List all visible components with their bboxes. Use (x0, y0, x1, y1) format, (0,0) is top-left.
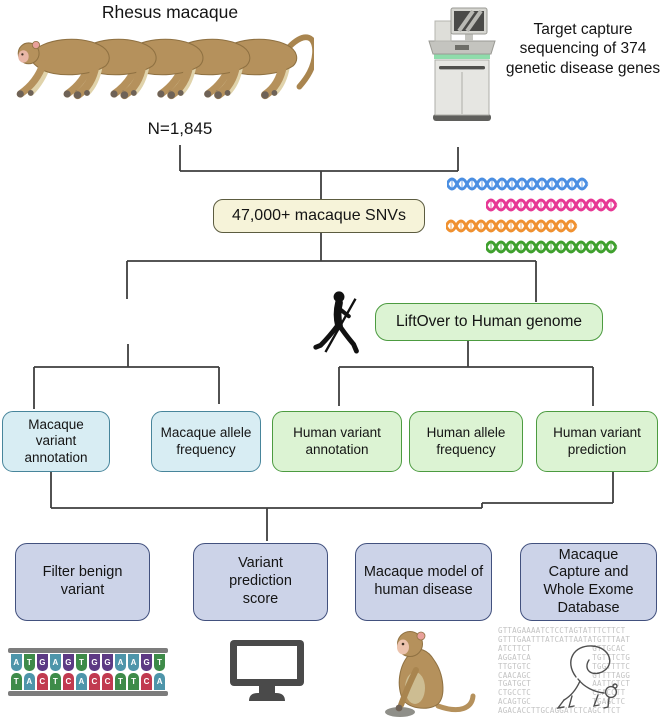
sequence-line: GTTTGAATTTATCATTAATATGTTTAAT (498, 634, 631, 644)
snv-label: 47,000+ macaque SNVs (232, 207, 406, 225)
rhesus-macaques-illustration (12, 34, 314, 118)
sequence-line: AGGATCA TGTTTCTG (498, 652, 631, 662)
base-G: G (37, 654, 48, 671)
base-C: C (141, 673, 152, 690)
base-T: T (115, 673, 126, 690)
macaque-variant-annotation-box: Macaque variant annotation (2, 411, 110, 472)
sequence-line: TTGTGTC TGGTTTTC (498, 661, 631, 671)
base-A: A (128, 654, 139, 671)
human-variant-annotation-box: Human variant annotation (272, 411, 402, 472)
box-label: Human allele frequency (426, 425, 506, 457)
base-A: A (24, 673, 35, 690)
walking-person-icon (313, 291, 359, 354)
base-T: T (76, 654, 87, 671)
box-label: Macaque Capture and Whole Exome Database (543, 546, 634, 616)
base-T: T (128, 673, 139, 690)
dna-helix-blue-icon (447, 177, 589, 191)
box-label: Macaque model of human disease (363, 564, 484, 598)
macaque-database-box: Macaque Capture and Whole Exome Database (520, 543, 657, 621)
human-allele-frequency-box: Human allele frequency (409, 411, 523, 472)
box-label: Variant prediction score (229, 555, 292, 607)
base-G: G (89, 654, 100, 671)
macaque-model-box: Macaque model of human disease (355, 543, 492, 621)
base-A: A (154, 673, 165, 690)
liftover-label: LiftOver to Human genome (395, 312, 583, 330)
box-label: Macaque allele frequency (160, 425, 252, 457)
box-label: Filter benign variant (42, 564, 123, 598)
base-T: T (24, 654, 35, 671)
population-count: N=1,845 (147, 119, 213, 138)
dna-helix-green-icon (486, 240, 618, 254)
filter-benign-variant-box: Filter benign variant (15, 543, 150, 621)
base-C: C (63, 673, 74, 690)
population-title: Rhesus macaque (101, 2, 239, 22)
base-C: C (37, 673, 48, 690)
base-C: C (89, 673, 100, 690)
base-G: G (141, 654, 152, 671)
base-A: A (115, 654, 126, 671)
macaque-allele-frequency-box: Macaque allele frequency (151, 411, 261, 472)
base-G: G (102, 654, 113, 671)
ladder-top-rail (8, 648, 168, 653)
box-label: Human variant annotation (293, 425, 381, 457)
liftover-box: LiftOver to Human genome (375, 303, 603, 341)
sequence-line: AGACACCTTGCAGGATCTCAGCTTCT (498, 706, 621, 716)
base-A: A (11, 654, 22, 671)
box-label: Human variant prediction (553, 425, 641, 457)
variant-prediction-score-box: Variant prediction score (193, 543, 328, 621)
base-T: T (11, 673, 22, 690)
sequence-line: TGATGCT AATTCTCT (498, 679, 631, 689)
sequence-line: ATCTTCT GTTGCAC (498, 643, 626, 653)
sequencing-caption: Target capture sequencing of 374 genetic… (505, 21, 661, 77)
sequence-line: CTGCCTC CCACCTT (498, 688, 626, 698)
box-label: Macaque variant annotation (24, 416, 88, 465)
sequence-line: GTTAGAAAATCTCCTAGTATTTCTTCT (498, 626, 626, 635)
monitor-icon (230, 640, 304, 701)
base-A: A (76, 673, 87, 690)
dna-helix-pink-icon (486, 198, 618, 212)
base-G: G (63, 654, 74, 671)
dna-helix-orange-icon (446, 219, 578, 233)
snv-box: 47,000+ macaque SNVs (213, 199, 425, 233)
base-T: T (154, 654, 165, 671)
base-C: C (102, 673, 113, 690)
ladder-bottom-rail (8, 691, 168, 696)
sequencer-icon (428, 7, 496, 121)
human-variant-prediction-box: Human variant prediction (536, 411, 658, 472)
sequence-line: CAACAGC GTTTTAGG (498, 670, 631, 680)
base-T: T (50, 673, 61, 690)
sitting-macaque-icon (385, 631, 476, 717)
monkey-sketch-icon (556, 645, 618, 709)
base-A: A (50, 654, 61, 671)
